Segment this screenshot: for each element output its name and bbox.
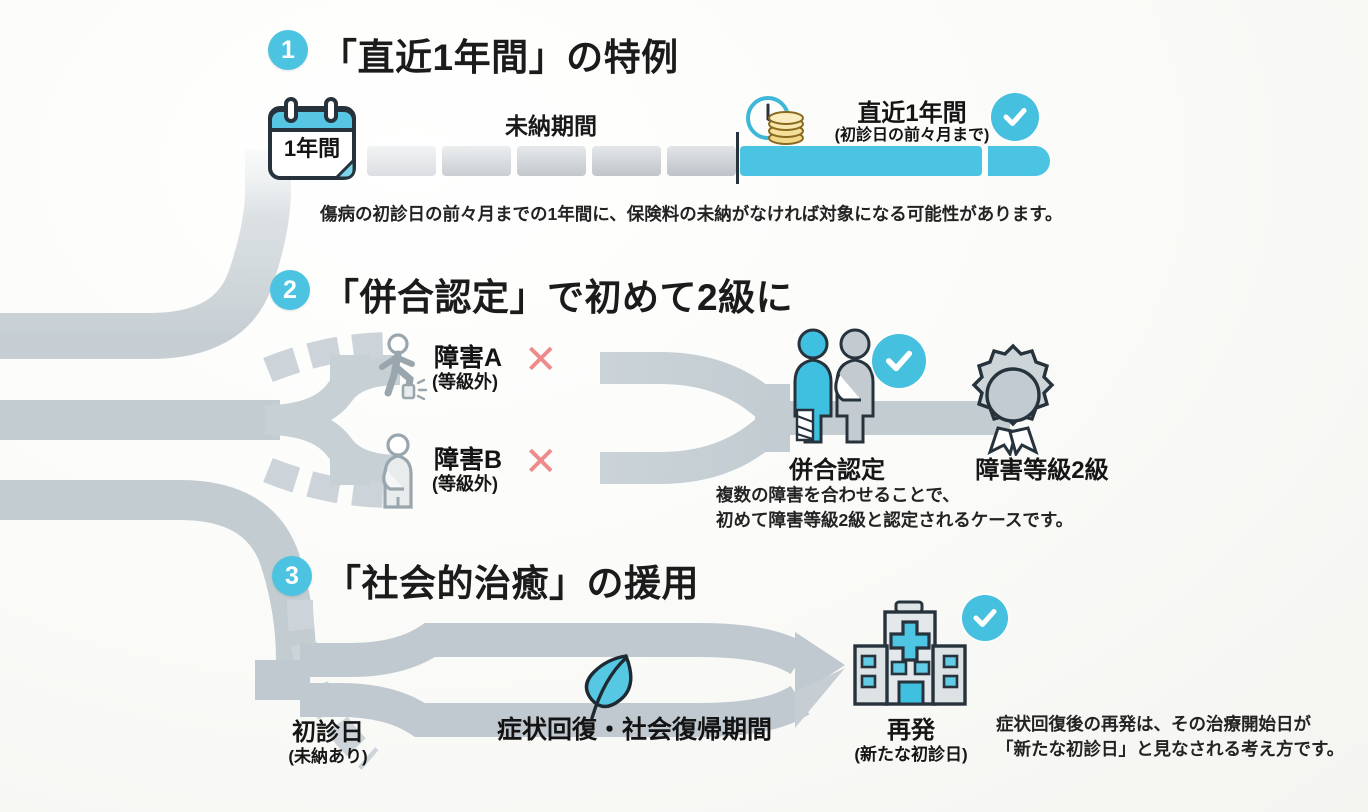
relapse-label: 再発 bbox=[887, 717, 935, 744]
unpaid-period-label: 未納期間 bbox=[505, 113, 597, 139]
section-2-caption: 複数の障害を合わせることで、 初めて障害等級2級と認定されるケースです。 bbox=[716, 485, 1074, 530]
disorder-a-sublabel: (等級外) bbox=[432, 372, 498, 392]
first-visit-sublabel: (未納あり) bbox=[288, 747, 368, 766]
medal-rosette-icon bbox=[971, 343, 1055, 456]
timeline-segment bbox=[667, 146, 736, 176]
hospital-icon bbox=[853, 600, 967, 706]
section-3-number: 3 bbox=[272, 556, 312, 596]
section-1-title: 「直近1年間」の特例 bbox=[320, 37, 679, 78]
recovery-period-label: 症状回復・社会復帰期間 bbox=[497, 716, 773, 744]
check-badge-icon bbox=[872, 334, 926, 388]
check-badge-icon bbox=[991, 93, 1039, 141]
first-visit-label: 初診日 bbox=[292, 719, 364, 746]
disorder-a-label: 障害A bbox=[434, 344, 503, 372]
section-1-caption: 傷病の初診日の前々月までの1年間に、保険料の未納がなければ対象になる可能性があり… bbox=[320, 204, 1063, 224]
person-arm-sling-icon bbox=[382, 433, 413, 509]
two-people-icon bbox=[793, 328, 875, 444]
disorder-a-x-icon: ✕ bbox=[524, 338, 558, 382]
section-1-number: 1 bbox=[268, 30, 308, 70]
section-3-title: 「社会的治癒」の援用 bbox=[324, 563, 699, 604]
timeline-recent-year-bar-end bbox=[988, 146, 1050, 176]
disorder-b-x-icon: ✕ bbox=[524, 440, 558, 484]
section-2-title: 「併合認定」で初めて2級に bbox=[322, 277, 794, 318]
calendar-icon-label: 1年間 bbox=[283, 136, 341, 161]
leaf-icon bbox=[584, 654, 633, 720]
recent-year-title: 直近1年間 bbox=[857, 100, 967, 127]
timeline-segment bbox=[592, 146, 661, 176]
recent-year-subtitle: (初診日の前々月まで) bbox=[834, 127, 990, 144]
calendar-icon bbox=[268, 97, 356, 180]
disorder-b-sublabel: (等級外) bbox=[432, 474, 498, 494]
timeline-segment bbox=[367, 146, 436, 176]
combined-recognition-label: 併合認定 bbox=[789, 457, 885, 484]
section-3-caption: 症状回復後の再発は、その治療開始日が 「新たな初診日」と見なされる考え方です。 bbox=[996, 714, 1345, 759]
timeline-segment bbox=[517, 146, 586, 176]
relapse-sublabel: (新たな初診日) bbox=[854, 745, 968, 764]
timeline-segment bbox=[442, 146, 511, 176]
section-2-number: 2 bbox=[270, 270, 310, 310]
disability-grade-label: 障害等級2級 bbox=[975, 457, 1109, 484]
timeline-divider bbox=[736, 132, 739, 184]
check-badge-icon bbox=[962, 595, 1008, 641]
clock-coins-icon bbox=[746, 96, 804, 145]
disorder-b-label: 障害B bbox=[434, 446, 503, 474]
timeline-recent-year-bar bbox=[740, 146, 982, 176]
person-walking-injured-icon bbox=[379, 333, 428, 401]
